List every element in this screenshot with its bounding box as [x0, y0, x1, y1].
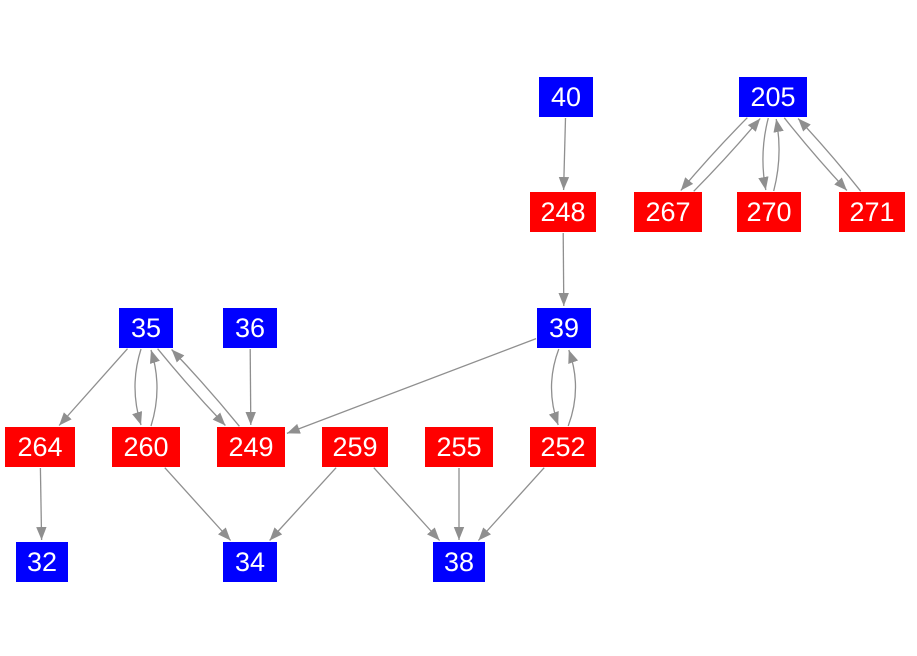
node-267: 267: [634, 192, 702, 232]
node-260: 260: [112, 427, 180, 467]
edge-260-34: [164, 467, 232, 541]
node-36: 36: [223, 308, 277, 348]
edge-259-38: [373, 467, 441, 541]
edge-260-35: [149, 349, 160, 427]
edge-264-32: [36, 467, 47, 541]
edge-205-267: [680, 117, 748, 191]
edge-259-34: [269, 467, 337, 541]
edge-35-260: [132, 348, 143, 426]
node-248: 248: [530, 192, 596, 232]
node-40: 40: [539, 77, 593, 117]
edge-248-39: [558, 232, 569, 307]
node-264: 264: [5, 427, 75, 467]
node-34: 34: [223, 542, 277, 582]
edge-40-248: [558, 117, 570, 191]
node-32: 32: [16, 542, 68, 582]
node-255: 255: [425, 427, 493, 467]
edge-39-249: [286, 337, 537, 435]
edge-35-249: [157, 348, 226, 426]
node-270: 270: [737, 192, 801, 232]
node-205: 205: [739, 77, 807, 117]
node-249: 249: [217, 427, 285, 467]
edge-205-270: [758, 117, 769, 191]
node-38: 38: [433, 542, 485, 582]
edge-205-271: [783, 117, 848, 191]
edge-252-39: [567, 349, 579, 427]
node-271: 271: [839, 192, 905, 232]
edge-270-205: [773, 118, 784, 192]
node-35: 35: [119, 308, 173, 348]
edge-249-35: [171, 349, 240, 427]
edge-35-264: [58, 348, 128, 426]
node-39: 39: [537, 308, 591, 348]
node-259: 259: [322, 427, 388, 467]
edge-39-252: [548, 348, 560, 426]
edge-271-205: [797, 118, 862, 192]
edge-267-205: [693, 118, 761, 192]
edge-36-249: [245, 348, 256, 426]
node-252: 252: [530, 427, 596, 467]
edge-252-38: [477, 467, 545, 541]
